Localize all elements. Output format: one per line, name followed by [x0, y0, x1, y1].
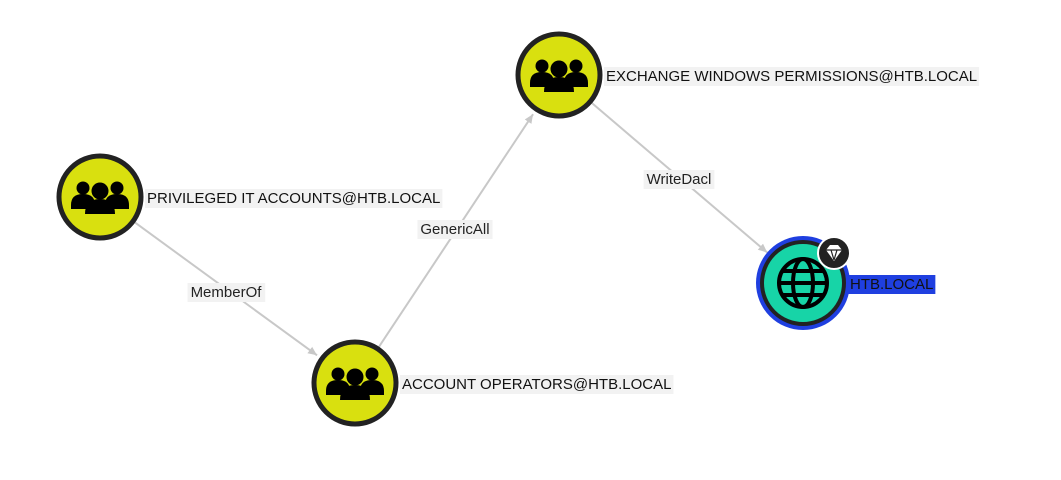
edge-memberof[interactable]: MemberOf	[134, 221, 318, 357]
node-label: ACCOUNT OPERATORS@HTB.LOCAL	[402, 376, 671, 393]
node-privileged-it[interactable]: PRIVILEGED IT ACCOUNTS@HTB.LOCAL	[56, 153, 443, 241]
node-label: PRIVILEGED IT ACCOUNTS@HTB.LOCAL	[147, 190, 440, 207]
nodes-layer: PRIVILEGED IT ACCOUNTS@HTB.LOCAL ACCOUNT …	[56, 31, 980, 427]
users-icon	[71, 181, 129, 214]
node-account-operators[interactable]: ACCOUNT OPERATORS@HTB.LOCAL	[311, 339, 674, 427]
node-label-background	[604, 67, 980, 86]
node-exchange-windows[interactable]: EXCHANGE WINDOWS PERMISSIONS@HTB.LOCAL	[515, 31, 980, 119]
edge-label-background	[187, 283, 266, 302]
node-label: HTB.LOCAL	[850, 276, 933, 293]
edges-layer: MemberOf GenericAll WriteDacl	[134, 102, 768, 357]
edge-label-background	[643, 170, 715, 189]
edge-writedacl[interactable]: WriteDacl	[591, 102, 768, 254]
node-label: EXCHANGE WINDOWS PERMISSIONS@HTB.LOCAL	[606, 68, 977, 85]
edge-label: GenericAll	[420, 221, 489, 238]
edge-label-background	[417, 220, 493, 239]
edge-genericall[interactable]: GenericAll	[377, 113, 534, 348]
edge-label: MemberOf	[191, 284, 263, 301]
edge-label: WriteDacl	[647, 171, 712, 188]
node-label-background	[400, 375, 674, 394]
node-label-background	[145, 189, 443, 208]
users-icon	[326, 367, 384, 400]
users-icon	[530, 59, 588, 92]
node-htb-local[interactable]: HTB.LOCAL	[756, 236, 936, 330]
node-label-background	[848, 275, 936, 294]
gem-icon	[817, 236, 851, 270]
globe-icon	[777, 257, 829, 309]
